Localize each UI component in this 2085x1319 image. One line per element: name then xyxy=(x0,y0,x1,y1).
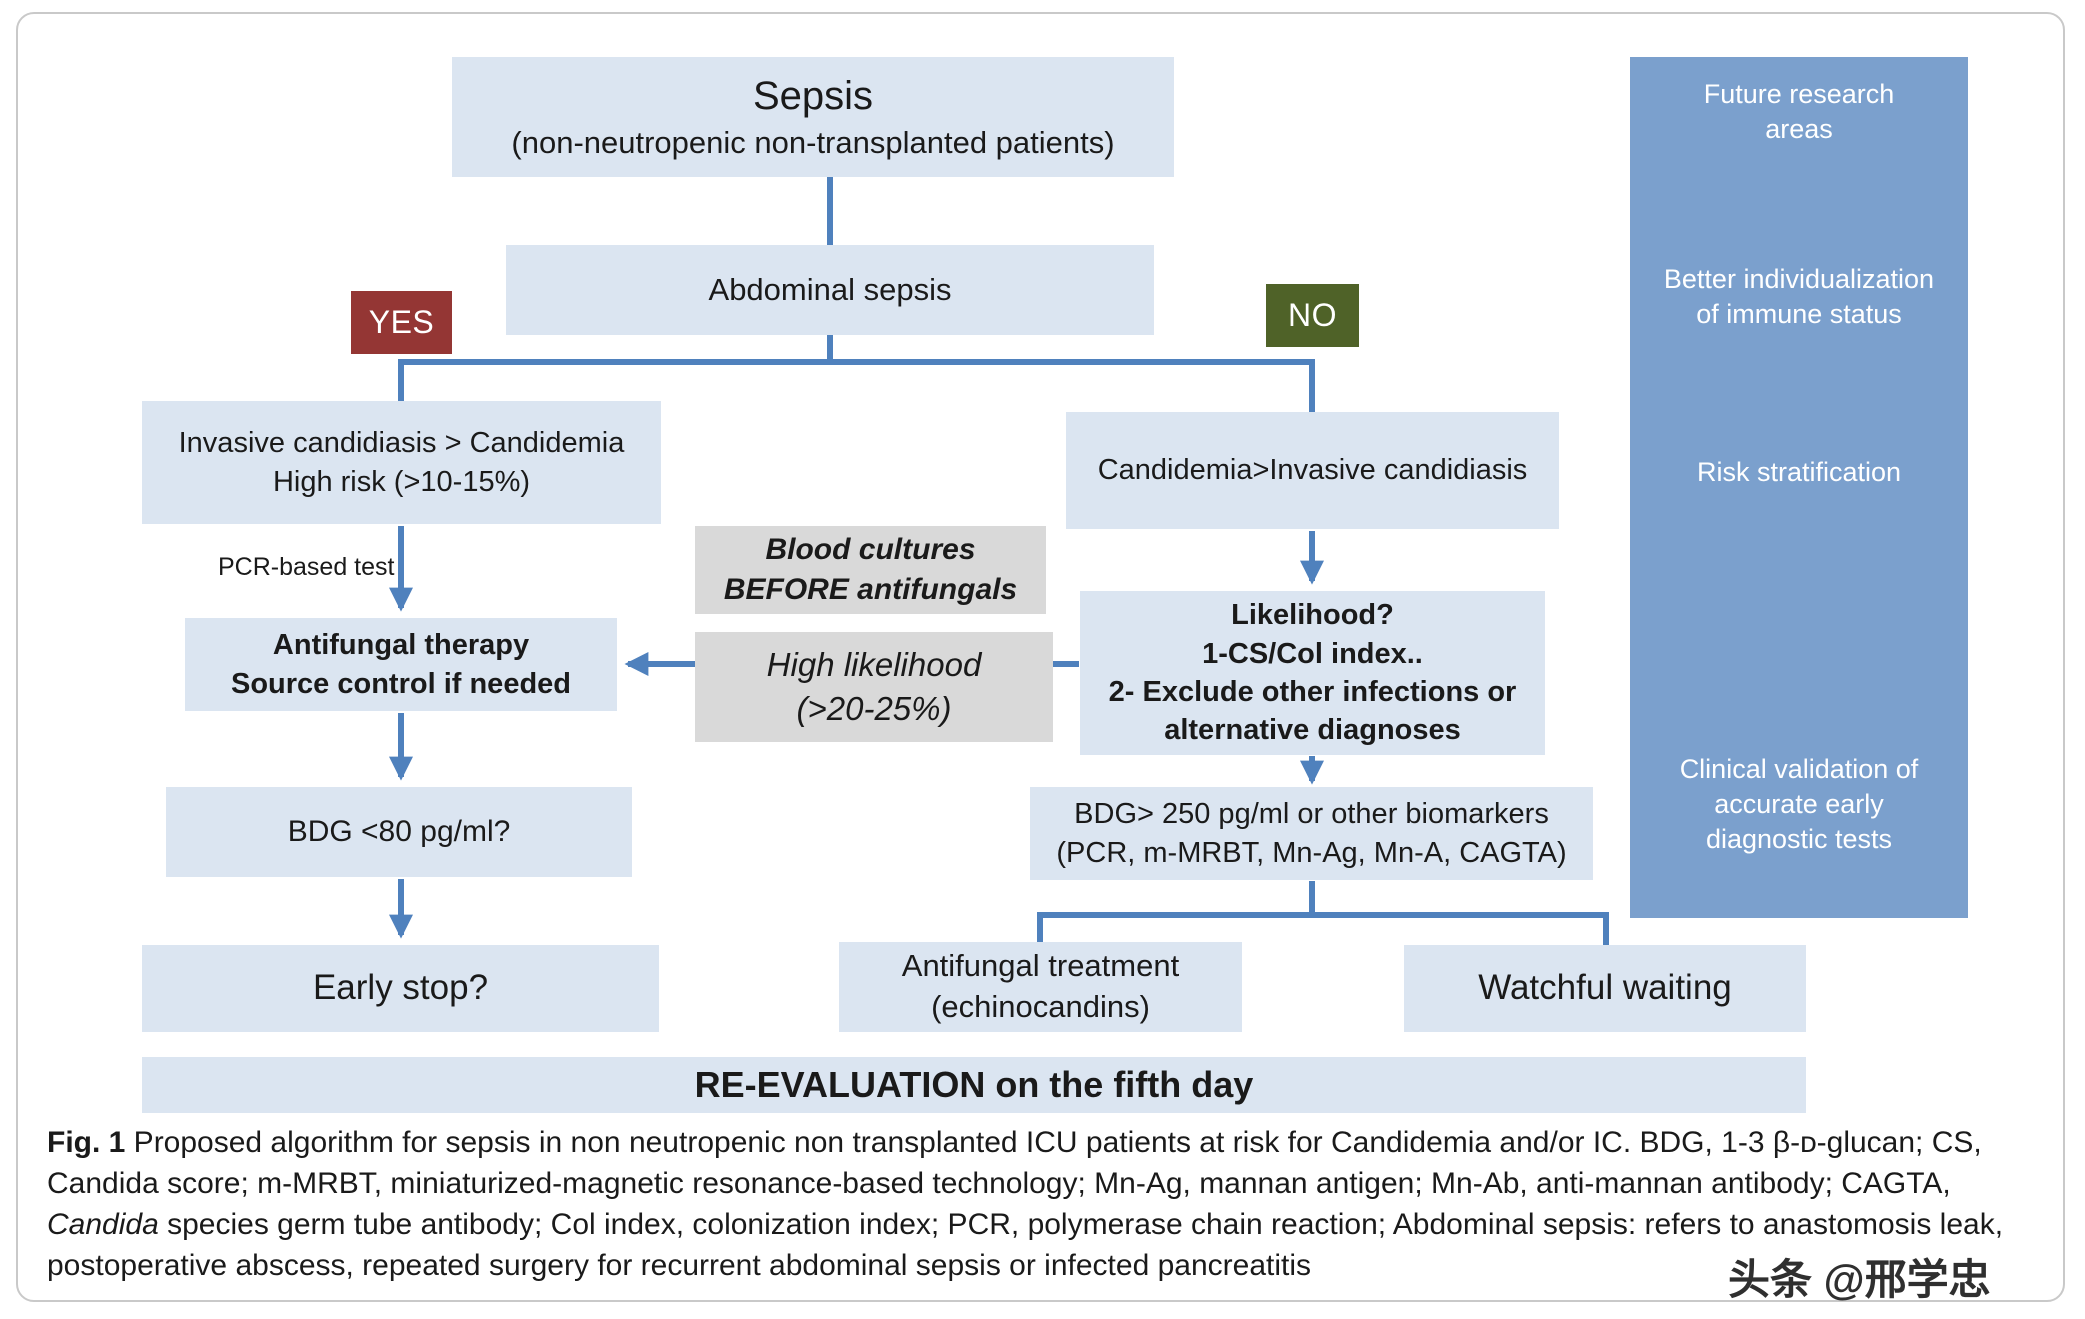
caption-candida-italic: Candida xyxy=(47,1208,159,1242)
toutiao-watermark: 头条 @邢学忠 xyxy=(1728,1256,1991,1303)
sidebar-item-future-research: Future research areas xyxy=(1703,79,1895,145)
sepsis-box: Sepsis (non-neutropenic non-transplanted… xyxy=(452,57,1174,177)
watchful-waiting-box: Watchful waiting xyxy=(1404,945,1806,1032)
invasive-candidiasis-risk-box: Invasive candidiasis > Candidemia High r… xyxy=(142,401,661,524)
yes-branch-label: YES xyxy=(351,291,452,354)
antifungal-treatment-box: Antifungal treatment (echinocandins) xyxy=(839,942,1242,1032)
sidebar-item-clinical-validation: Clinical validation of accurate early di… xyxy=(1679,754,1919,855)
caption-fig-label: Fig. 1 xyxy=(47,1126,126,1159)
sidebar-item-individualization: Better individualization of immune statu… xyxy=(1663,264,1935,330)
caption-text-2: species germ tube antibody; Col index, c… xyxy=(47,1208,2004,1283)
figure-border xyxy=(16,12,2065,1302)
connector-plain-lines xyxy=(398,175,1609,947)
bdg-under80-box: BDG <80 pg/ml? xyxy=(166,787,632,877)
figure-caption: Fig. 1 Proposed algorithm for sepsis in … xyxy=(47,1122,2039,1286)
early-stop-box: Early stop? xyxy=(142,945,659,1032)
antifungal-therapy-box: Antifungal therapy Source control if nee… xyxy=(185,618,617,711)
reevaluation-banner: RE-EVALUATION on the fifth day xyxy=(142,1057,1806,1113)
sepsis-title: Sepsis xyxy=(752,74,874,119)
blood-cultures-note: Blood cultures BEFORE antifungals xyxy=(695,526,1046,614)
no-branch-label: NO xyxy=(1266,284,1359,347)
high-likelihood-note: High likelihood (>20-25%) xyxy=(695,632,1053,742)
sepsis-subtitle: (non-neutropenic non-transplanted patien… xyxy=(511,124,1115,160)
likelihood-box: Likelihood? 1-CS/Col index.. 2- Exclude … xyxy=(1080,591,1545,755)
caption-text-1: Proposed algorithm for sepsis in non neu… xyxy=(47,1126,1982,1201)
abdominal-sepsis-box: Abdominal sepsis xyxy=(506,245,1154,335)
candidemia-box: Candidemia>Invasive candidiasis xyxy=(1066,412,1559,529)
future-research-sidebar: Future research areas Better individuali… xyxy=(1630,57,1968,918)
bdg-biomarkers-box: BDG> 250 pg/ml or other biomarkers (PCR,… xyxy=(1030,787,1593,880)
pcr-based-test-label: PCR-based test xyxy=(218,553,395,581)
sidebar-item-risk-stratification: Risk stratification xyxy=(1696,457,1902,487)
